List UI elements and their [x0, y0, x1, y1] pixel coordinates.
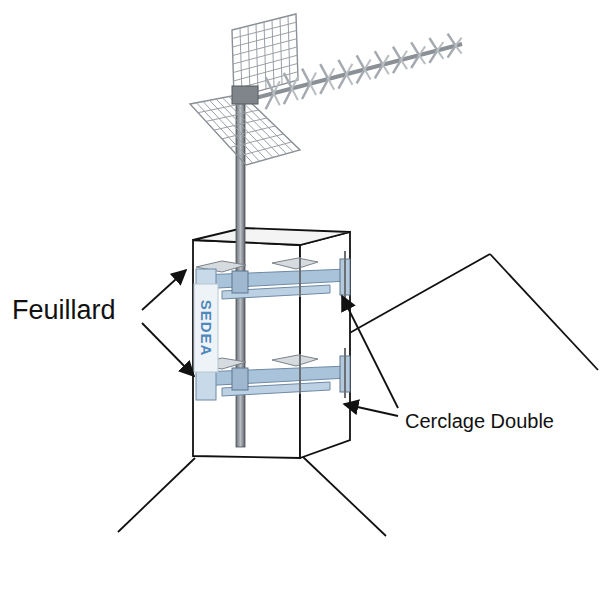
chimney	[193, 228, 350, 458]
roof-lines	[118, 254, 598, 536]
leader-arrows	[142, 270, 398, 416]
part-label: Cerclage Double	[405, 410, 554, 432]
part-label: Feuillard	[12, 296, 116, 326]
brackets	[194, 251, 350, 400]
brand-mark: SEDEA	[198, 300, 215, 357]
antenna	[190, 14, 462, 165]
